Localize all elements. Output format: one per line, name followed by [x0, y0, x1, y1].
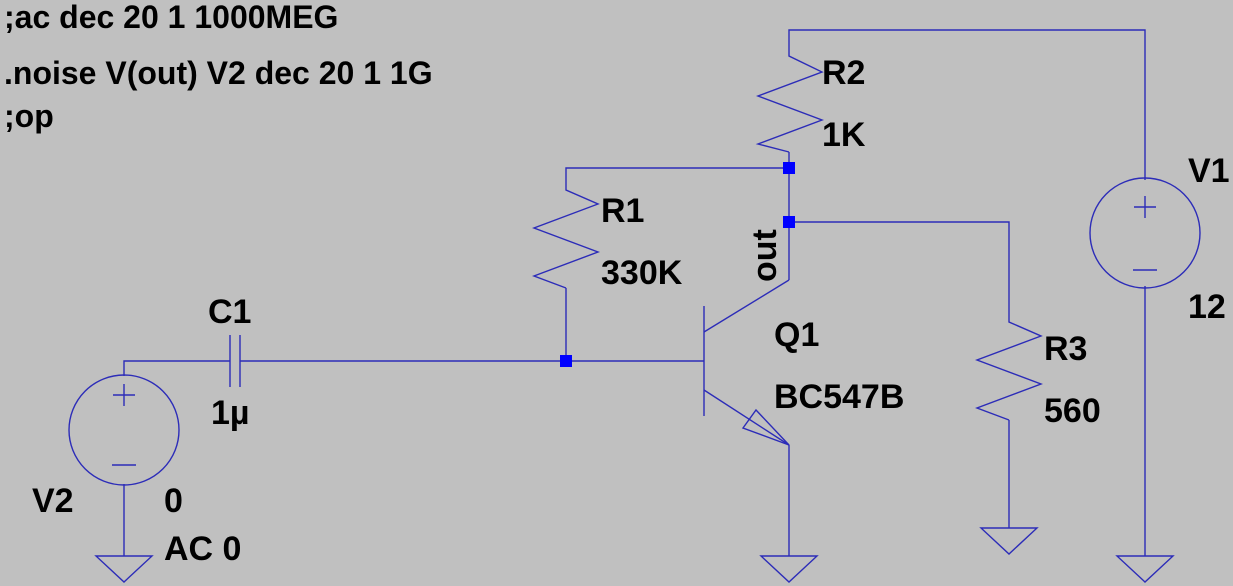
v2-ac: AC 0: [164, 530, 241, 568]
v1-ref: V1: [1188, 152, 1230, 190]
r2-ref: R2: [822, 54, 865, 92]
v2-value: 0: [164, 482, 183, 520]
ground-v2[interactable]: [94, 555, 154, 583]
q1-ref: Q1: [774, 316, 819, 354]
ground-r3[interactable]: [979, 527, 1039, 555]
voltage-source-v1[interactable]: [1089, 177, 1201, 289]
r1-ref: R1: [601, 192, 644, 230]
r1-value: 330K: [601, 254, 683, 292]
ground-q1[interactable]: [759, 555, 819, 583]
junction-collector-node[interactable]: [783, 162, 795, 174]
wires: [123, 29, 1146, 556]
c1-ref: C1: [208, 293, 251, 331]
junction-out-node[interactable]: [783, 216, 795, 228]
q1-value: BC547B: [774, 378, 904, 416]
v1-value: 12: [1188, 288, 1226, 326]
resistor-r2[interactable]: [755, 50, 824, 153]
c1-value: 1µ: [211, 394, 250, 432]
wire-v2-c1[interactable]: [123, 360, 230, 376]
directive-noise[interactable]: .noise V(out) V2 dec 20 1 1G: [4, 55, 433, 91]
r3-value: 560: [1044, 392, 1101, 430]
net-label-out[interactable]: out: [746, 229, 784, 282]
voltage-source-v2[interactable]: [68, 374, 180, 486]
ground-v1[interactable]: [1115, 555, 1175, 583]
resistor-r1[interactable]: [532, 186, 600, 289]
junction-base-node[interactable]: [560, 355, 572, 367]
wire-top-rail[interactable]: [788, 29, 1146, 180]
directive-op[interactable]: ;op: [4, 98, 54, 134]
r3-ref: R3: [1044, 330, 1087, 368]
capacitor-c1[interactable]: [229, 335, 241, 387]
wire-out-r3[interactable]: [789, 221, 1010, 318]
directive-ac[interactable]: ;ac dec 20 1 1000MEG: [4, 0, 338, 35]
v2-ref: V2: [32, 482, 74, 520]
transistor-q1[interactable]: [703, 279, 790, 446]
wire-r1-top[interactable]: [565, 167, 789, 186]
r2-value: 1K: [822, 116, 866, 154]
resistor-r3[interactable]: [975, 318, 1043, 421]
